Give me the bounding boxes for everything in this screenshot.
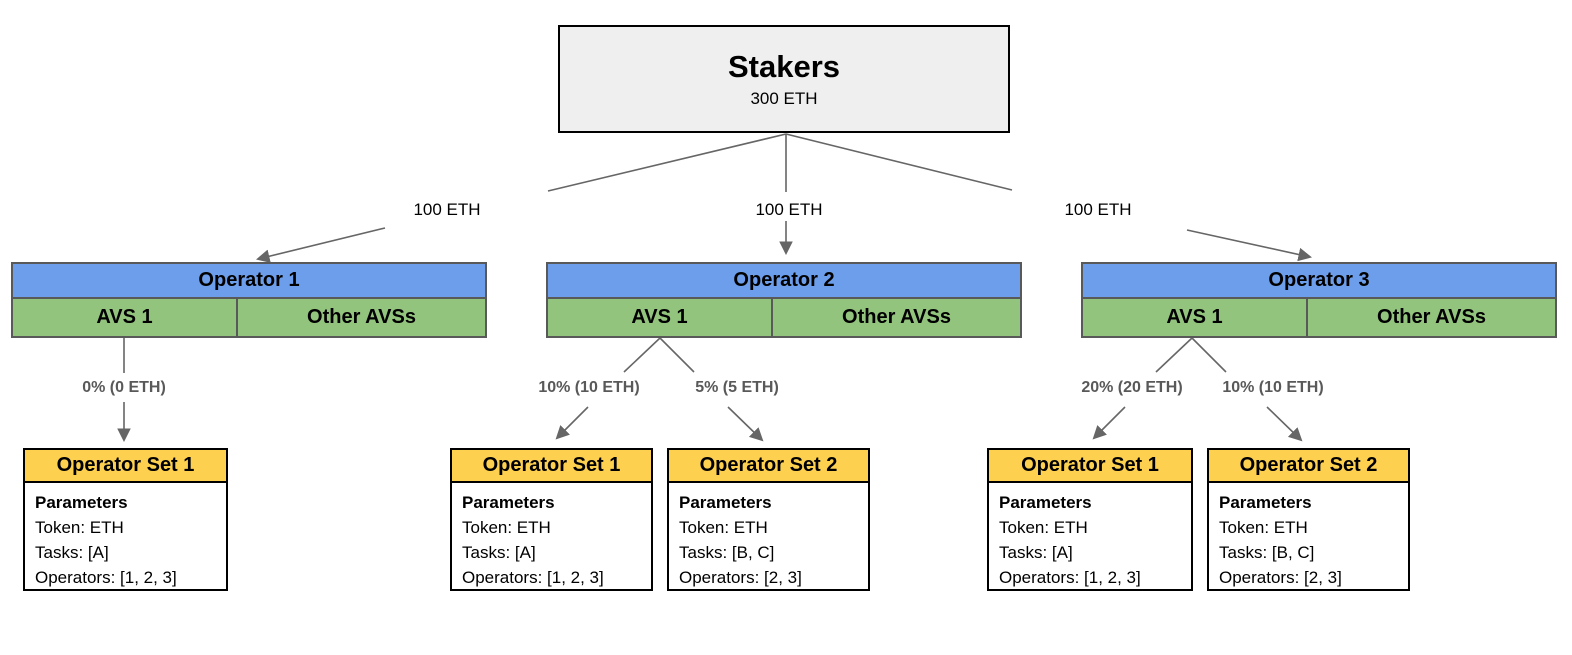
operator-1-other-avs-cell: Other AVSs [236, 297, 487, 338]
op3-operator-set-1-box: Operator Set 1 Parameters Token: ETH Tas… [987, 448, 1193, 591]
edge-op2-fork-left [623, 337, 661, 373]
parameters-heading: Parameters [999, 493, 1092, 512]
edge-stakers-to-label-1 [547, 133, 787, 192]
op2-operator-set-1-box: Operator Set 1 Parameters Token: ETH Tas… [450, 448, 653, 591]
param-token: Token: ETH [35, 518, 124, 537]
op2-operator-set-2-title: Operator Set 2 [667, 448, 870, 483]
param-operators: Operators: [1, 2, 3] [462, 568, 604, 587]
delegation-label-2: 100 ETH [755, 200, 823, 219]
operator-1-header: Operator 1 [11, 262, 487, 299]
allocation-label-op3-set1: 20% (20 ETH) [1081, 379, 1183, 396]
operator-1-avs1-cell: AVS 1 [11, 297, 238, 338]
param-tasks: Tasks: [A] [462, 543, 536, 562]
operator-2-header: Operator 2 [546, 262, 1022, 299]
delegation-label-3: 100 ETH [1064, 200, 1132, 219]
allocation-label-op2-set2: 5% (5 ETH) [695, 379, 779, 396]
op2-operator-set-1-title: Operator Set 1 [450, 448, 653, 483]
operator-3-header: Operator 3 [1081, 262, 1557, 299]
parameters-heading: Parameters [35, 493, 128, 512]
param-token: Token: ETH [462, 518, 551, 537]
edge-label-to-operator-3 [1186, 229, 1312, 262]
operator-3-avs1-cell: AVS 1 [1081, 297, 1308, 338]
op3-operator-set-1-title: Operator Set 1 [987, 448, 1193, 483]
allocation-label-op1-set1: 0% (0 ETH) [82, 379, 166, 396]
allocation-label-op2-set1: 10% (10 ETH) [538, 379, 640, 396]
operator-2-other-avs-cell: Other AVSs [771, 297, 1022, 338]
parameters-heading: Parameters [679, 493, 772, 512]
op3-operator-set-2-box: Operator Set 2 Parameters Token: ETH Tas… [1207, 448, 1410, 591]
operator-2-box: Operator 2 AVS 1 Other AVSs [546, 262, 1022, 338]
edge-op2-to-set2 [727, 406, 764, 442]
operator-3-other-avs-cell: Other AVSs [1306, 297, 1557, 338]
param-operators: Operators: [2, 3] [1219, 568, 1342, 587]
operator-3-box: Operator 3 AVS 1 Other AVSs [1081, 262, 1557, 338]
delegation-label-1: 100 ETH [413, 200, 481, 219]
param-tasks: Tasks: [A] [35, 543, 109, 562]
operator-1-box: Operator 1 AVS 1 Other AVSs [11, 262, 487, 338]
edge-op3-fork-right [1191, 337, 1227, 373]
param-token: Token: ETH [999, 518, 1088, 537]
stakers-amount: 300 ETH [750, 89, 818, 108]
operator-2-avs1-cell: AVS 1 [546, 297, 773, 338]
param-token: Token: ETH [679, 518, 768, 537]
edge-label-to-operator-1 [256, 227, 386, 263]
op3-operator-set-2-title: Operator Set 2 [1207, 448, 1410, 483]
op1-operator-set-1-box: Operator Set 1 Parameters Token: ETH Tas… [23, 448, 228, 591]
parameters-heading: Parameters [1219, 493, 1312, 512]
param-operators: Operators: [1, 2, 3] [35, 568, 177, 587]
edge-op2-fork-right [659, 337, 695, 373]
op1-operator-set-1-title: Operator Set 1 [23, 448, 228, 483]
edge-op3-to-set2 [1266, 406, 1303, 442]
param-tasks: Tasks: [A] [999, 543, 1073, 562]
op2-operator-set-2-box: Operator Set 2 Parameters Token: ETH Tas… [667, 448, 870, 591]
edge-stakers-to-label-3 [785, 133, 1013, 191]
edge-op2-to-set1 [555, 406, 589, 440]
edge-op3-to-set1 [1092, 406, 1126, 440]
parameters-heading: Parameters [462, 493, 555, 512]
stakers-title: Stakers [727, 49, 841, 84]
param-token: Token: ETH [1219, 518, 1308, 537]
param-tasks: Tasks: [B, C] [679, 543, 775, 562]
edge-op3-fork-left [1155, 337, 1193, 373]
param-tasks: Tasks: [B, C] [1219, 543, 1315, 562]
allocation-label-op3-set2: 10% (10 ETH) [1222, 379, 1324, 396]
param-operators: Operators: [1, 2, 3] [999, 568, 1141, 587]
param-operators: Operators: [2, 3] [679, 568, 802, 587]
stakers-box: Stakers 300 ETH [558, 25, 1010, 133]
